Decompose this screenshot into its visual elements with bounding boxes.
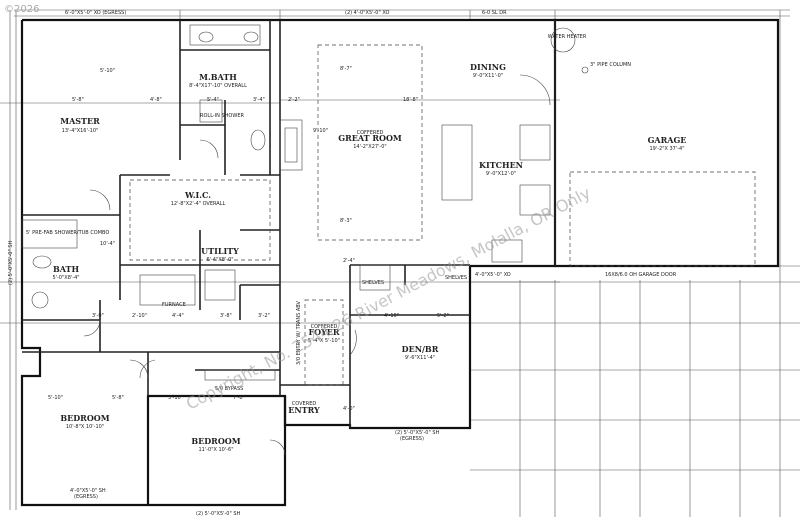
bypass-label: 5/0 BYPASS [215,386,243,392]
room-foyer-coffered: COFFERED [311,324,338,330]
window-den: (2) 5'-0"X5'-0" SH [395,430,440,436]
room-bath: BATH [53,264,79,274]
dim-text: 10'-4" [100,241,115,247]
room-bedroom-1-size: 10'-8"X 10'-10" [66,424,104,430]
room-master-size: 13'-4"X16'-10" [62,128,99,134]
room-mbath: M.BATH [199,72,237,82]
dim-text: 3'-0" [92,313,104,319]
dim-text: 2'-2" [288,97,300,103]
dim-text: 4'-8" [150,97,162,103]
room-utility: UTILITY [201,246,239,256]
rollin-shower-label: ROLL-IN SHOWER [200,113,244,119]
pipe-column-label: 3" PIPE COLUMN [590,62,631,68]
room-entry-covered: COVERED [292,401,317,407]
room-great-size: 14'-2"X27'-0" [353,144,386,150]
dim-text: 5'-10" [100,68,115,74]
dim-text: 3'-4" [253,97,265,103]
window-bottom-1: 4'-0"X5'-0" SH [70,488,106,494]
ceiling-outlines [129,44,756,386]
dim-text: 7'-8" [233,395,245,401]
window-bottom-2: (2) 5'-0"X5'-0" SH [196,511,241,517]
room-dining: DINING [470,62,506,72]
dim-text: 8'-3" [340,218,352,224]
shelves-label-1: SHELVES [362,280,384,286]
annotations: WATER HEATER 3" PIPE COLUMN 5' PRE-FAB S… [8,10,677,517]
dim-text: 4'-4" [172,313,184,319]
dim-text: 4'-10" [384,313,399,319]
room-utility-size: 6'-4"X8'-0" [206,257,233,263]
dim-text: 3'-10" [168,395,183,401]
room-bedroom-2: BEDROOM [191,436,240,446]
room-great: GREAT ROOM [338,133,402,143]
dim-text: 8'-7" [340,66,352,72]
water-heater-label: WATER HEATER [548,34,587,40]
room-garage: GARAGE [648,135,687,145]
room-dining-size: 9'-0"X11'-0" [473,73,503,79]
room-labels: MASTER 13'-4"X16'-10" M.BATH 8'-4"X17'-1… [52,62,686,453]
furnace-label: FURNACE [162,302,186,308]
shelves-label-2: SHELVES [445,275,467,281]
room-bath-size: 5'-0"X8'-4" [52,275,79,281]
room-entry: ENTRY [288,405,320,415]
dim-text: 5'-2" [437,313,449,319]
room-foyer: FOYER [308,327,339,337]
dim-text: 3'-8" [220,313,232,319]
copyright-text: ©2026 [4,4,39,15]
dim-text: 2'-4" [343,258,355,264]
room-wic: W.I.C. [184,190,211,200]
dim-text: 3'-2" [258,313,270,319]
window-kitchen: 4'-0"X5'-0" XO [475,272,511,278]
door-top-label: 6-0 SL DR [482,10,507,16]
watermark-text: Copyright, No. 2544 26 River Meadows, Mo… [183,183,594,413]
dim-text: 9'-10" [313,128,328,134]
room-wic-size: 12'-8"X2'-4" OVERALL [171,201,226,207]
dim-text: 5'-8" [72,97,84,103]
room-garage-size: 19'-2"X 37'-4" [649,146,684,152]
dim-text: 5'-10" [48,395,63,401]
window-top-1: 6'-0"X5'-0" XO (EGRESS) [65,10,126,16]
entry-door-label: 3/0 ENTRY W/ TRANS ABV [296,300,302,365]
room-den-size: 9'-6"X11'-4" [405,355,435,361]
window-top-2: (2) 4'-0"X5'-0" XO [345,10,389,16]
window-bottom-1-egress: (EGRESS) [74,494,98,500]
dimension-values: 5'-8" 4'-8" 5'-4" 3'-4" 2'-2" 18'-8" 5'-… [48,66,449,412]
room-mbath-size: 8'-4"X17'-10" OVERALL [189,83,247,89]
dim-text: 5'-8" [112,395,124,401]
garage-door-label: 16X8/6.0 OH GARAGE DOOR [605,272,677,278]
room-master: MASTER [60,116,100,126]
room-kitchen: KITCHEN [479,160,523,170]
room-kitchen-size: 9'-0"X12'-0" [486,171,516,177]
window-left: (2) 5'-0"X5'-0" SH [8,240,14,285]
door-swings [83,74,551,456]
window-den-egress: (EGRESS) [400,436,424,442]
room-bedroom-1: BEDROOM [60,413,109,423]
dim-text: 5'-4" [207,97,219,103]
fixtures [21,24,589,381]
room-foyer-size: 5'-4"X 5'-10" [308,338,340,344]
room-great-coffered: COFFERED [357,130,384,136]
dim-text: 2'-10" [132,313,147,319]
shower-label: 5' PRE-FAB SHOWER/TUB COMBO [26,230,109,236]
room-bedroom-2-size: 11'-0"X 10'-6" [198,447,233,453]
dim-text: 4'-0" [343,406,355,412]
room-den: DEN/BR [402,344,439,354]
dim-text: 18'-8" [403,97,418,103]
